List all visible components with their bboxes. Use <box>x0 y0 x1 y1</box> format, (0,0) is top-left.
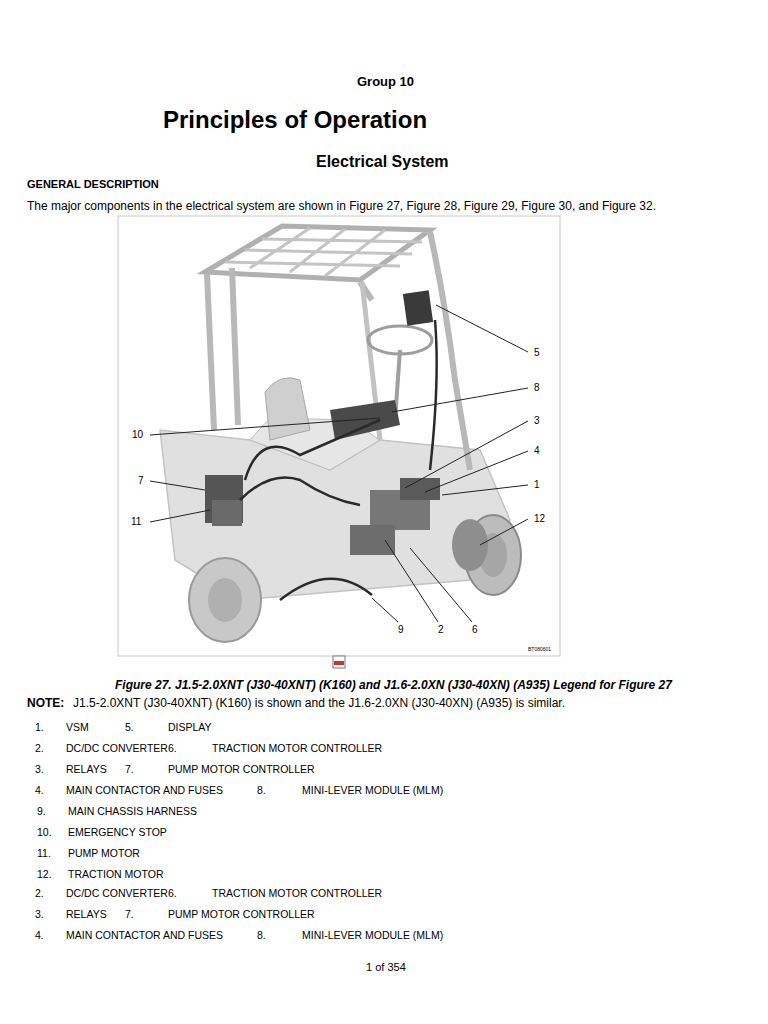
callout-number: 11 <box>131 516 141 528</box>
legend-number: 2. <box>35 887 44 899</box>
callout-number: 3 <box>534 415 540 427</box>
legend-number: 11. <box>37 847 51 859</box>
legend-item: DC/DC CONVERTER <box>66 887 168 899</box>
callout-number: 6 <box>472 624 478 636</box>
legend-number: 3. <box>35 908 44 920</box>
legend-number: 9. <box>37 805 46 817</box>
legend-item: DC/DC CONVERTER <box>66 742 168 754</box>
legend-item: MINI-LEVER MODULE (MLM) <box>302 784 443 796</box>
legend-item: MAIN CONTACTOR AND FUSES <box>66 929 223 941</box>
group-heading: Group 10 <box>357 75 414 90</box>
body-text: The major components in the electrical s… <box>27 200 656 214</box>
legend-item: MAIN CONTACTOR AND FUSES <box>66 784 223 796</box>
legend-item: RELAYS <box>66 763 107 775</box>
callout-number: 2 <box>438 624 444 636</box>
legend-number: 7. <box>125 908 134 920</box>
legend-item: MINI-LEVER MODULE (MLM) <box>302 929 443 941</box>
legend-item: EMERGENCY STOP <box>68 826 167 838</box>
legend-number: 12. <box>37 868 52 880</box>
legend-number: 4. <box>35 784 44 796</box>
legend-number: 3. <box>35 763 44 775</box>
note-text: J1.5-2.0XNT (J30-40XNT) (K160) is shown … <box>73 697 565 711</box>
legend-item: PUMP MOTOR <box>68 847 140 859</box>
legend-number: 6. <box>168 742 177 754</box>
callout-number: 7 <box>138 475 144 487</box>
legend-number: 7. <box>125 763 134 775</box>
figure-code: BT080601 <box>528 647 551 653</box>
legend-number: 4. <box>35 929 44 941</box>
legend-item: TRACTION MOTOR CONTROLLER <box>212 742 382 754</box>
legend-number: 5. <box>125 721 134 733</box>
legend-item: TRACTION MOTOR CONTROLLER <box>212 887 382 899</box>
legend-number: 6. <box>168 887 177 899</box>
legend-item: PUMP MOTOR CONTROLLER <box>168 763 315 775</box>
note-label: NOTE: <box>27 697 64 711</box>
callout-number: 4 <box>534 445 540 457</box>
legend-number: 2. <box>35 742 44 754</box>
subheading: GENERAL DESCRIPTION <box>27 178 159 191</box>
callout-number: 12 <box>534 513 545 525</box>
legend-number: 8. <box>257 929 266 941</box>
callout-number: 5 <box>534 347 540 359</box>
legend-item: MAIN CHASSIS HARNESS <box>68 805 197 817</box>
legend-item: TRACTION MOTOR <box>68 868 163 880</box>
legend-item: VSM <box>66 721 89 733</box>
legend-number: 1. <box>35 721 44 733</box>
legend-item: RELAYS <box>66 908 107 920</box>
figure-caption: Figure 27. J1.5-2.0XNT (J30-40XNT) (K160… <box>115 679 672 693</box>
page-number: 1 of 354 <box>366 961 406 974</box>
callout-number: 9 <box>398 624 404 636</box>
callout-number: 1 <box>534 479 540 491</box>
legend-item: DISPLAY <box>168 721 212 733</box>
callout-number: 8 <box>534 382 540 394</box>
legend-number: 10. <box>37 826 52 838</box>
section-heading: Electrical System <box>316 153 449 171</box>
legend-number: 8. <box>257 784 266 796</box>
page-title: Principles of Operation <box>163 106 427 134</box>
legend-item: PUMP MOTOR CONTROLLER <box>168 908 315 920</box>
callout-number: 10 <box>132 429 143 441</box>
